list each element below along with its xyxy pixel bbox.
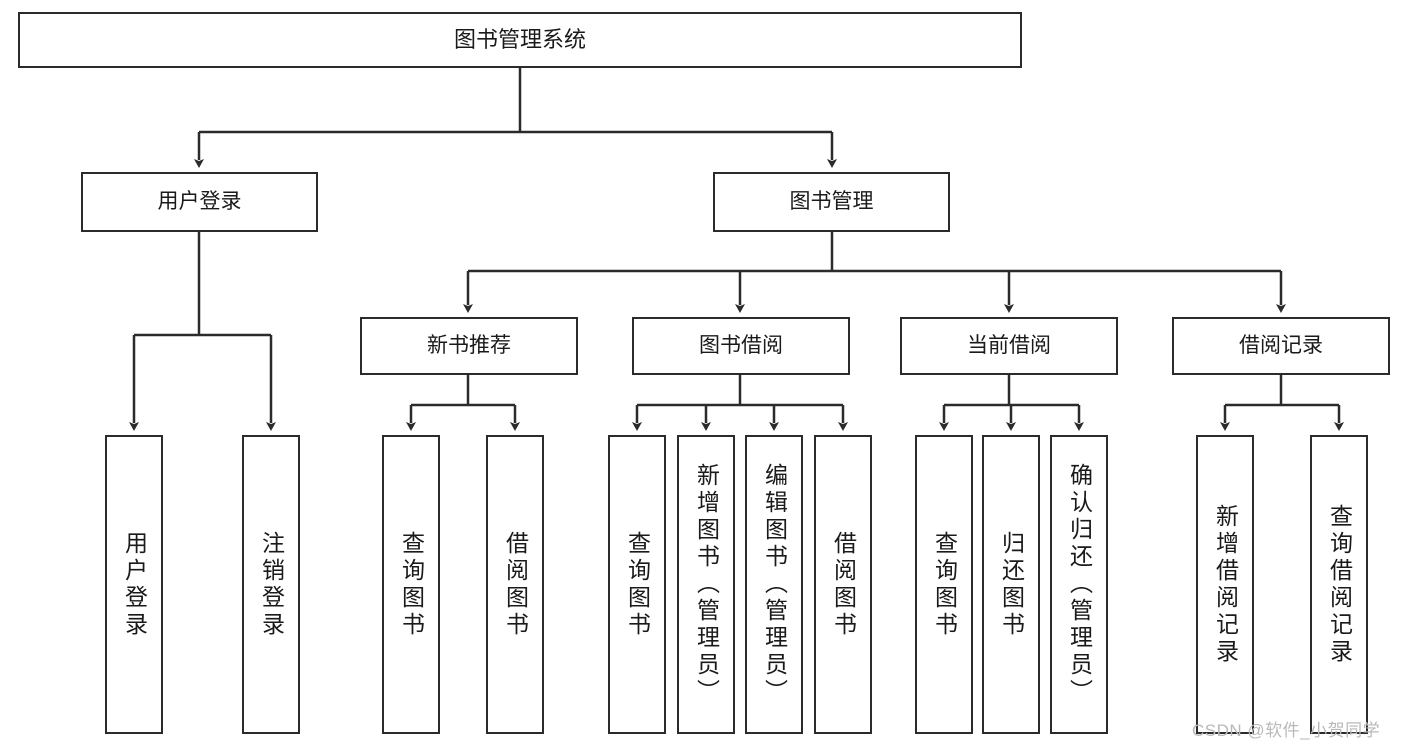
- node-leaf-user-logout-label: 注销登录: [258, 530, 285, 639]
- node-leaf-rec-query-record[interactable]: 查询借阅记录: [1310, 435, 1368, 734]
- node-leaf-cur-confirm-return[interactable]: 确认归还（管理员）: [1050, 435, 1108, 734]
- node-new-book-recommend-label: 新书推荐: [427, 333, 511, 357]
- node-book-management[interactable]: 图书管理: [713, 172, 950, 232]
- node-leaf-rec-query-record-label: 查询借阅记录: [1326, 503, 1353, 666]
- node-leaf-rec-add-record-label: 新增借阅记录: [1212, 503, 1239, 666]
- node-leaf-nb-query-book-label: 查询图书: [398, 530, 425, 639]
- node-leaf-bw-add-book[interactable]: 新增图书（管理员）: [677, 435, 735, 734]
- node-leaf-bw-edit-book-label: 编辑图书（管理员）: [761, 463, 788, 706]
- node-leaf-cur-query-book-label: 查询图书: [931, 530, 958, 639]
- node-current-borrow-label: 当前借阅: [967, 333, 1051, 357]
- node-leaf-cur-return-book-label: 归还图书: [998, 530, 1025, 639]
- node-leaf-user-login-label: 用户登录: [121, 530, 148, 639]
- node-leaf-bw-query-book[interactable]: 查询图书: [608, 435, 666, 734]
- node-leaf-bw-borrow-book-label: 借阅图书: [830, 530, 857, 639]
- node-leaf-bw-add-book-label: 新增图书（管理员）: [693, 463, 720, 706]
- node-book-borrow[interactable]: 图书借阅: [632, 317, 850, 375]
- node-borrow-records[interactable]: 借阅记录: [1172, 317, 1390, 375]
- node-leaf-rec-add-record[interactable]: 新增借阅记录: [1196, 435, 1254, 734]
- node-leaf-bw-edit-book[interactable]: 编辑图书（管理员）: [745, 435, 803, 734]
- node-current-borrow[interactable]: 当前借阅: [900, 317, 1118, 375]
- node-leaf-user-login[interactable]: 用户登录: [105, 435, 163, 734]
- node-root[interactable]: 图书管理系统: [18, 12, 1022, 68]
- node-new-book-recommend[interactable]: 新书推荐: [360, 317, 578, 375]
- node-leaf-nb-query-book[interactable]: 查询图书: [382, 435, 440, 734]
- node-book-management-label: 图书管理: [789, 189, 874, 213]
- node-leaf-bw-borrow-book[interactable]: 借阅图书: [814, 435, 872, 734]
- node-book-borrow-label: 图书借阅: [699, 333, 783, 357]
- node-user-login-label: 用户登录: [157, 189, 242, 213]
- node-leaf-user-logout[interactable]: 注销登录: [242, 435, 300, 734]
- node-root-label: 图书管理系统: [453, 27, 586, 53]
- node-borrow-records-label: 借阅记录: [1239, 333, 1323, 357]
- node-leaf-nb-borrow-book-label: 借阅图书: [502, 530, 529, 639]
- node-leaf-nb-borrow-book[interactable]: 借阅图书: [486, 435, 544, 734]
- node-leaf-bw-query-book-label: 查询图书: [624, 530, 651, 639]
- node-user-login[interactable]: 用户登录: [81, 172, 318, 232]
- node-leaf-cur-confirm-return-label: 确认归还（管理员）: [1066, 463, 1093, 706]
- node-leaf-cur-query-book[interactable]: 查询图书: [915, 435, 973, 734]
- node-leaf-cur-return-book[interactable]: 归还图书: [982, 435, 1040, 734]
